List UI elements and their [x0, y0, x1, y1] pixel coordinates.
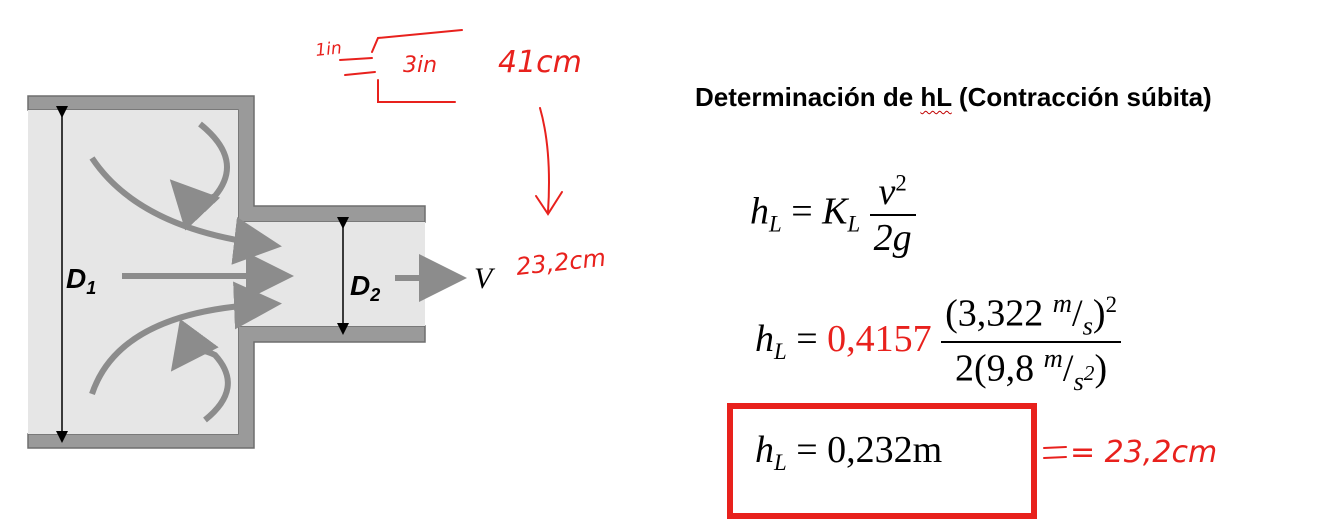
note-3in: 3in — [403, 53, 437, 78]
equation-2: hL = 0,4157 (3,322 m/s)2 2(9,8 m/s2) — [755, 288, 1121, 397]
result-box — [727, 403, 1037, 519]
equation-1-fraction: v2 2g — [869, 170, 916, 260]
velocity-label: V — [474, 262, 496, 295]
coefficient-kl: 0,4157 — [827, 317, 932, 360]
title-hl-symbol: hL — [920, 82, 952, 112]
note-23-2cm: 23,2cm — [515, 244, 607, 281]
result-note: = 23,2cm — [1070, 435, 1217, 470]
note-41cm: 41cm — [498, 45, 582, 80]
note-1in: 1in — [314, 38, 342, 61]
d1-label: D1 — [66, 263, 96, 298]
d2-label: D2 — [350, 270, 380, 305]
equation-1: hL = KL v2 2g — [750, 170, 916, 260]
equation-3: hL = 0,232m — [755, 429, 943, 475]
flow-arrows — [89, 121, 467, 423]
page-title: Determinación de hL (Contracción súbita) — [695, 82, 1212, 112]
handwritten-down-arrow — [539, 107, 550, 213]
equation-2-fraction: (3,322 m/s)2 2(9,8 m/s2) — [941, 288, 1121, 397]
result-value: 0,232m — [827, 429, 943, 471]
handwritten-notes — [339, 29, 1067, 459]
